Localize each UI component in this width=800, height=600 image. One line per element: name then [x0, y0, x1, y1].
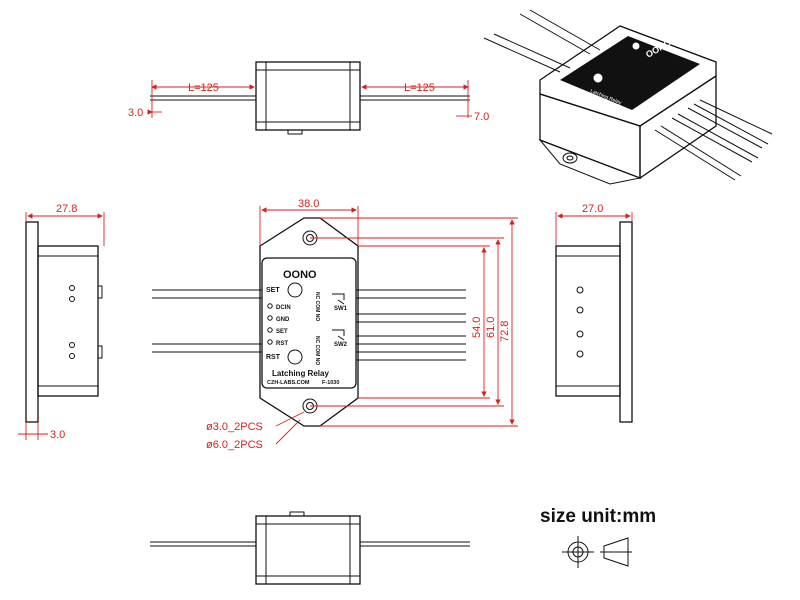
front-view-body [259, 217, 359, 427]
dim-lead-right: L=125 [404, 82, 435, 94]
board-maker: CZH-LABS.COM [267, 380, 310, 386]
pin-dcin: DCIN [276, 305, 291, 311]
dim-left-bottom: 3.0 [50, 429, 65, 441]
dim-lead-left: L=125 [188, 82, 219, 94]
contacts-1: NC COM NO [314, 292, 320, 321]
dim-front-h1: 54.0 [471, 317, 483, 338]
board-title: Latching Relay [272, 369, 329, 378]
dim-front-h3: 72.8 [499, 321, 511, 342]
top-view-body [255, 61, 361, 131]
dim-front-h2: 61.0 [485, 317, 497, 338]
size-unit-label: size unit:mm [540, 506, 657, 527]
dim-top-right-offset: 7.0 [474, 111, 489, 123]
board-rst-label: RST [266, 354, 281, 361]
pin-rst: RST [276, 341, 288, 347]
dim-left-depth: 27.8 [56, 203, 77, 215]
dim-front-width: 38.0 [298, 198, 319, 210]
top-view: L=125 L=125 3.0 7.0 [128, 61, 489, 135]
dim-right-depth: 27.0 [582, 203, 603, 215]
dim-hole-large: ø6.0_2PCS [206, 439, 263, 451]
isometric-view: OONO Latching Relay F-1030 [483, 9, 773, 185]
projection-symbol [562, 536, 632, 568]
left-side-view: 27.8 3.0 [18, 203, 105, 441]
front-view: OONO SET RST DCIN GND SET RST NC COM NO … [152, 198, 518, 451]
board-set-label: SET [266, 287, 280, 294]
right-side-view: 27.0 [555, 203, 633, 423]
sw2-label: SW2 [334, 342, 348, 348]
pin-gnd: GND [276, 317, 290, 323]
board-model: F-1030 [322, 380, 339, 386]
contacts-2: NC COM NO [314, 336, 320, 365]
bottom-view [150, 511, 470, 585]
iso-model: F-1030 [593, 95, 610, 107]
dim-top-left-offset: 3.0 [128, 107, 143, 119]
sw1-label: SW1 [334, 306, 348, 312]
dim-hole-small: ø3.0_2PCS [206, 421, 263, 433]
pin-set: SET [276, 329, 288, 335]
board-brand: OONO [283, 269, 317, 281]
